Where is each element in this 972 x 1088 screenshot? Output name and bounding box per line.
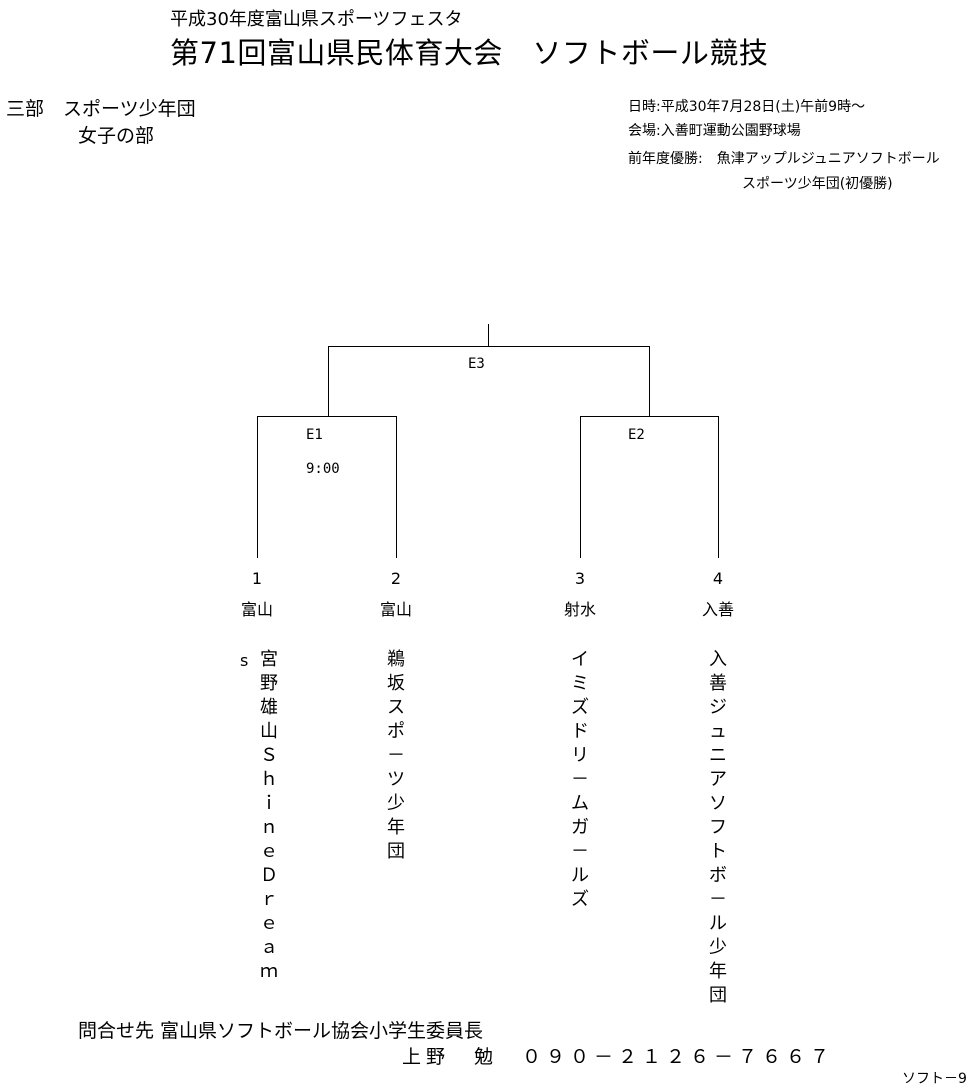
bracket-final-bar bbox=[328, 346, 650, 347]
team-prefecture: 入善 bbox=[701, 600, 734, 619]
bracket-final-right-drop bbox=[649, 346, 650, 416]
team-name: 鵜坂スポ－ツ少年団 bbox=[387, 649, 405, 862]
team-name: 入善ジュニアソフトボ－ル少年団 bbox=[709, 649, 727, 1006]
event-venue: 会場:入善町運動公園野球場 bbox=[628, 123, 801, 139]
previous-winner-cont: スポーツ少年団(初優勝) bbox=[742, 176, 893, 192]
match-semi1-label: E1 bbox=[306, 427, 323, 443]
bracket-semi2-bar bbox=[580, 416, 719, 417]
team-prefecture: 富山 bbox=[379, 600, 412, 619]
event-date: 日時:平成30年7月28日(土)午前9時～ bbox=[628, 99, 866, 115]
bracket-semi2-left-drop bbox=[580, 416, 581, 558]
division-gender: 女子の部 bbox=[78, 125, 155, 147]
match-semi1-time: 9:00 bbox=[306, 461, 340, 477]
team-prefecture: 射水 bbox=[563, 600, 596, 619]
bracket-semi1-right-drop bbox=[396, 416, 397, 558]
contact-line: 問合せ先 富山県ソフトボール協会小学生委員長 bbox=[78, 1020, 484, 1042]
page-title: 第71回富山県民体育大会 ソフトボール競技 bbox=[170, 36, 769, 70]
team-name: 宮野雄山Ｓｈｉｎｅ Ｄｒｅａｍ bbox=[260, 649, 296, 982]
page-number: ソフト－9 bbox=[902, 1071, 967, 1087]
team-seed: 1 bbox=[251, 569, 263, 588]
event-subtitle: 平成30年度富山県スポーツフェスタ bbox=[170, 9, 463, 30]
bracket-semi2-right-drop bbox=[718, 416, 719, 558]
match-final-label: E3 bbox=[468, 356, 485, 372]
team-seed: 3 bbox=[574, 569, 586, 588]
team-seed: 4 bbox=[712, 569, 724, 588]
team-seed: 2 bbox=[390, 569, 402, 588]
previous-winner: 前年度優勝: 魚津アップルジュニアソフトボール bbox=[628, 151, 940, 167]
team-note: s bbox=[240, 651, 249, 670]
bracket-semi1-bar bbox=[257, 416, 397, 417]
team-name: イミズ ドリ－ムガ－ルズ bbox=[571, 649, 607, 910]
contact-person-phone: 上野 勉 ０９０－２１２６－７６６７ bbox=[402, 1046, 835, 1068]
division-category: 三部 スポーツ少年団 bbox=[6, 98, 196, 120]
match-semi2-label: E2 bbox=[628, 427, 645, 443]
team-prefecture: 富山 bbox=[240, 600, 273, 619]
bracket-semi1-left-drop bbox=[257, 416, 258, 558]
bracket-stem-top bbox=[488, 324, 489, 346]
bracket-final-left-drop bbox=[328, 346, 329, 416]
